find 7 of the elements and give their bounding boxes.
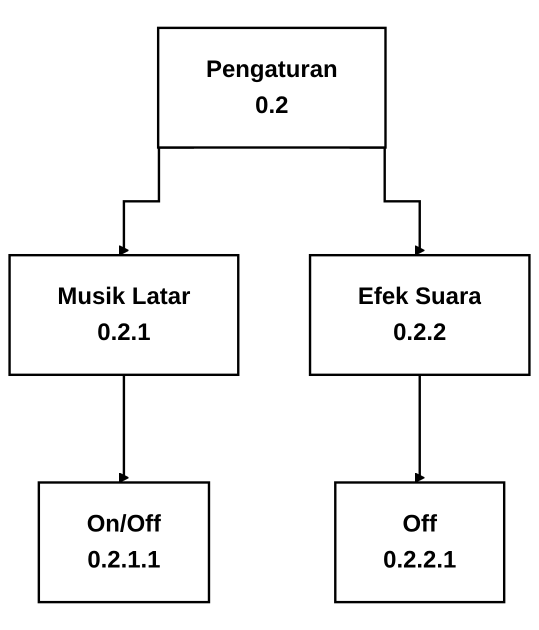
node-box: Musik Latar 0.2.1 (8, 254, 240, 376)
arrow (414, 374, 425, 483)
node-box: Off 0.2.2.1 (334, 481, 506, 604)
arrow (118, 374, 130, 483)
node-box: Pengaturan 0.2 (156, 26, 387, 149)
node-box: Efek Suara 0.2.2 (308, 254, 531, 376)
node-box: On/Off 0.2.1.1 (38, 481, 210, 604)
